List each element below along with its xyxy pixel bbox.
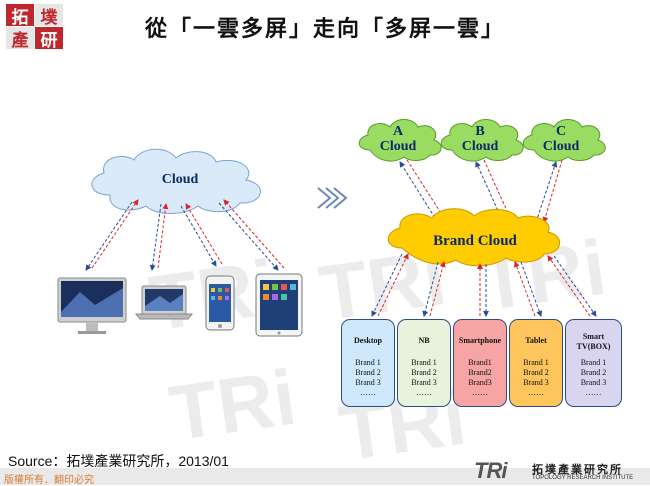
brand-item: ……: [528, 388, 544, 397]
triple-chevron-right-icon: [317, 187, 348, 209]
logo-tile: 研: [35, 27, 63, 51]
brand-item: Brand 2: [580, 368, 607, 377]
cloud-letter: C: [555, 124, 567, 139]
brand-item: Brand 1: [580, 358, 607, 367]
top-cloud-c: [522, 119, 606, 162]
brand-box-desktop: Desktop Brand 1 Brand 2 Brand 3 ……: [341, 319, 395, 407]
desktop-monitor-icon: [57, 277, 127, 334]
brand-item: Brand 1: [523, 358, 549, 367]
laptop-icon: [134, 285, 194, 320]
logo: 拓 墣 產 研: [6, 4, 66, 54]
footer-bar: [0, 468, 650, 485]
logo-tile: 產: [6, 27, 34, 51]
brand-item: Brand1: [468, 358, 492, 367]
tri-logo: TRi: [474, 458, 507, 484]
brand-box-tablet: Tablet Brand 1 Brand 2 Brand 3 ……: [509, 319, 563, 407]
top-cloud-a-label: A Cloud: [368, 124, 428, 154]
tablet-icon: [255, 273, 303, 337]
cloud-word: Cloud: [542, 139, 580, 154]
brand-item: Brand 2: [411, 368, 437, 377]
brand-item: Brand3: [468, 378, 492, 387]
logo-tile: 墣: [35, 4, 63, 28]
brand-box-title: Smart TV(BOX): [576, 332, 611, 351]
arrow-down: [218, 202, 279, 271]
brand-box-smart-tv: Smart TV(BOX) Brand 1 Brand 2 Brand 3 ……: [565, 319, 622, 407]
brand-box-title: Tablet: [525, 336, 547, 345]
cloud-letter: B: [475, 124, 485, 139]
brand-item: ……: [416, 388, 432, 397]
brand-box-title: Desktop: [353, 336, 382, 345]
left-cloud-label: Cloud: [161, 172, 199, 187]
brand-list: Brand1 Brand2 Brand3 ……: [454, 358, 506, 398]
brand-list: Brand 1 Brand 2 Brand 3 ……: [510, 358, 562, 398]
brand-item: Brand 3: [523, 378, 549, 387]
institute-name-cn: 拓墣產業研究所: [532, 463, 623, 476]
arrow-up: [91, 199, 139, 269]
cloud-word: Cloud: [379, 139, 417, 154]
page-title: 從「一雲多屏」走向「多屏一雲」: [144, 16, 505, 42]
brand-item: Brand2: [468, 368, 492, 377]
left-cloud: [91, 148, 261, 214]
bottom-arrows: [371, 253, 597, 317]
brand-list: Brand 1 Brand 2 Brand 3 ……: [342, 358, 394, 398]
arrow-up: [157, 203, 169, 269]
cloud-word: Cloud: [461, 139, 499, 154]
brand-list: Brand 1 Brand 2 Brand 3 ……: [566, 358, 621, 398]
logo-char: 研: [40, 30, 58, 51]
logo-char: 拓: [11, 7, 29, 28]
cloud-letter: A: [392, 124, 404, 139]
brand-item: ……: [360, 388, 376, 397]
brand-item: Brand 1: [355, 358, 381, 367]
top-cloud-b-label: B Cloud: [450, 124, 510, 154]
logo-tile: 拓: [6, 4, 34, 28]
brand-item: ……: [585, 388, 602, 397]
institute-name-en: TOPOLOGY RESEARCH INSTITUTE: [532, 475, 634, 481]
arrow-down: [180, 205, 217, 267]
brand-item: Brand 2: [355, 368, 381, 377]
tri-logo-text: TRi: [474, 458, 507, 483]
arrow-up: [185, 203, 223, 265]
copyright-text: 版權所有．翻印必究: [4, 475, 94, 486]
smartphone-icon: [205, 275, 235, 331]
arrow-up: [223, 199, 285, 269]
top-cloud-a: [358, 119, 442, 162]
brand-cloud-label: Brand Cloud: [433, 233, 517, 249]
brand-item: Brand 3: [580, 378, 607, 387]
source-note: Source：拓墣產業研究所，2013/01: [8, 453, 229, 469]
brand-item: Brand 2: [523, 368, 549, 377]
brand-box-nb: NB Brand 1 Brand 2 Brand 3 ……: [397, 319, 451, 407]
arrow-down: [85, 201, 133, 271]
brand-item: Brand 3: [411, 378, 437, 387]
brand-box-smartphone: Smartphone Brand1 Brand2 Brand3 ……: [453, 319, 507, 407]
brand-item: ……: [472, 388, 488, 397]
brand-box-title: Smartphone: [458, 336, 502, 345]
logo-char: 產: [11, 30, 29, 51]
top-cloud-c-label: C Cloud: [531, 124, 591, 154]
logo-char: 墣: [40, 7, 58, 28]
brand-item: Brand 3: [355, 378, 381, 387]
arrow-down: [149, 203, 162, 271]
left-arrows: [85, 199, 285, 271]
brand-item: Brand 1: [411, 358, 437, 367]
brand-box-title: NB: [418, 336, 430, 345]
brand-list: Brand 1 Brand 2 Brand 3 ……: [398, 358, 450, 398]
top-cloud-b: [440, 119, 524, 162]
